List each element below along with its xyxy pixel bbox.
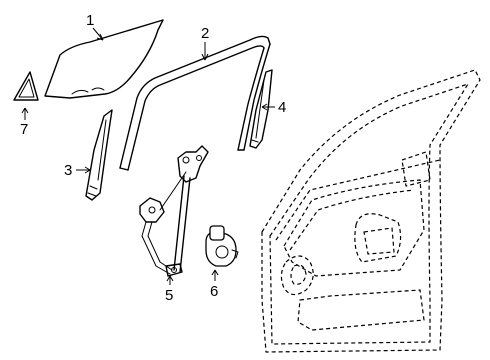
callout-4: 4 xyxy=(261,99,286,116)
door-glass-part xyxy=(44,19,164,99)
rear-sash-part xyxy=(249,69,273,149)
callout-2: 2 xyxy=(201,25,209,61)
callout-7: 7 xyxy=(20,107,29,138)
quarter-glass-part xyxy=(13,71,39,101)
callout-label-3: 3 xyxy=(64,162,72,179)
callout-label-4: 4 xyxy=(278,99,286,116)
callout-label-5: 5 xyxy=(165,287,173,304)
callout-6: 6 xyxy=(210,269,219,300)
window-motor-part xyxy=(205,225,239,267)
front-sash-part xyxy=(85,109,113,201)
door-panel-outline xyxy=(261,69,481,353)
callout-1: 1 xyxy=(86,12,104,41)
callout-label-1: 1 xyxy=(86,12,94,29)
window-regulator-part xyxy=(139,145,209,277)
callout-label-7: 7 xyxy=(20,121,28,138)
run-channel-part xyxy=(119,35,271,171)
callout-5: 5 xyxy=(165,275,174,304)
callout-label-6: 6 xyxy=(210,283,218,300)
callout-3: 3 xyxy=(64,162,91,179)
callout-label-2: 2 xyxy=(201,25,209,42)
